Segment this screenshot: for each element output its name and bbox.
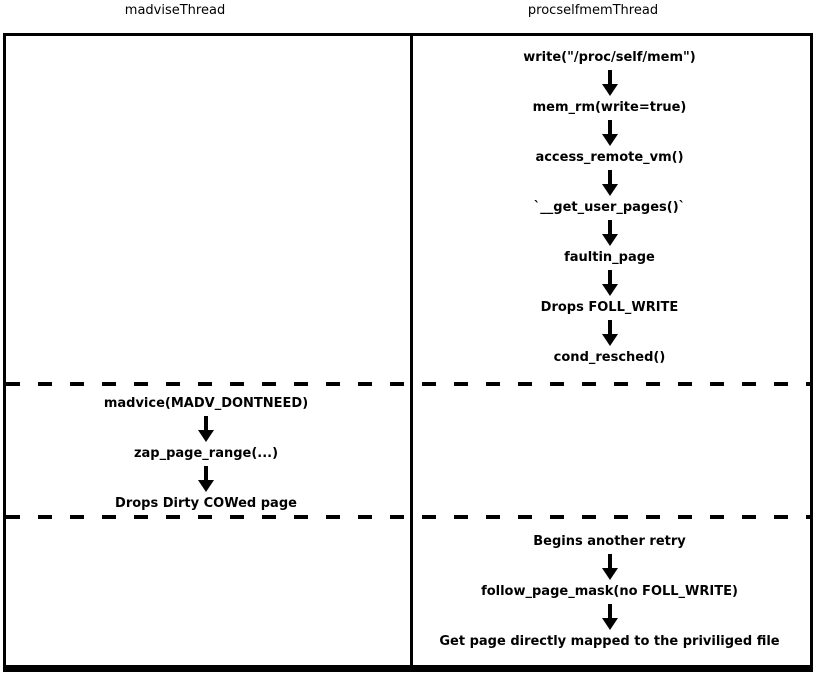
node-begins-another-retry: Begins another retry xyxy=(533,534,686,549)
node-faultin-page: faultin_page xyxy=(564,250,655,265)
down-arrow-icon xyxy=(601,220,618,246)
madvise-middle-flow: madvice(MADV_DONTNEED) zap_page_range(..… xyxy=(6,396,406,512)
down-arrow-icon xyxy=(601,70,618,96)
node-zap-page-range: zap_page_range(...) xyxy=(133,446,279,461)
node-cond-resched: cond_resched() xyxy=(553,350,666,365)
phase-divider-1 xyxy=(6,382,810,386)
node-access-remote-vm: access_remote_vm() xyxy=(535,150,684,165)
down-arrow-icon xyxy=(601,320,618,346)
procselfmem-bottom-flow: Begins another retry follow_page_mask(no… xyxy=(411,534,808,650)
down-arrow-icon xyxy=(601,170,618,196)
node-get-page-directly-mapped: Get page directly mapped to the privilig… xyxy=(439,634,780,649)
procselfmem-thread-header: procselfmemThread xyxy=(527,3,659,18)
node-get-user-pages: `__get_user_pages()` xyxy=(533,200,686,215)
down-arrow-icon xyxy=(601,604,618,630)
timeline-box: write("/proc/self/mem") mem_rm(write=tru… xyxy=(3,33,813,672)
down-arrow-icon xyxy=(198,466,214,492)
thread-column-divider xyxy=(410,36,413,665)
phase-divider-2 xyxy=(6,515,810,519)
node-follow-page-mask: follow_page_mask(no FOLL_WRITE) xyxy=(481,584,738,599)
procselfmem-top-flow: write("/proc/self/mem") mem_rm(write=tru… xyxy=(411,50,808,366)
node-madvice-dontneed: madvice(MADV_DONTNEED) xyxy=(103,396,309,411)
node-mem-rm: mem_rm(write=true) xyxy=(532,100,687,115)
madvise-thread-header: madviseThread xyxy=(124,3,226,18)
node-drops-dirty-cowed-page: Drops Dirty COWed page xyxy=(115,496,297,511)
down-arrow-icon xyxy=(198,416,214,442)
down-arrow-icon xyxy=(601,120,618,146)
node-drops-foll-write: Drops FOLL_WRITE xyxy=(540,300,679,315)
down-arrow-icon xyxy=(601,554,618,580)
node-write-proc-self-mem: write("/proc/self/mem") xyxy=(523,50,696,65)
down-arrow-icon xyxy=(601,270,618,296)
